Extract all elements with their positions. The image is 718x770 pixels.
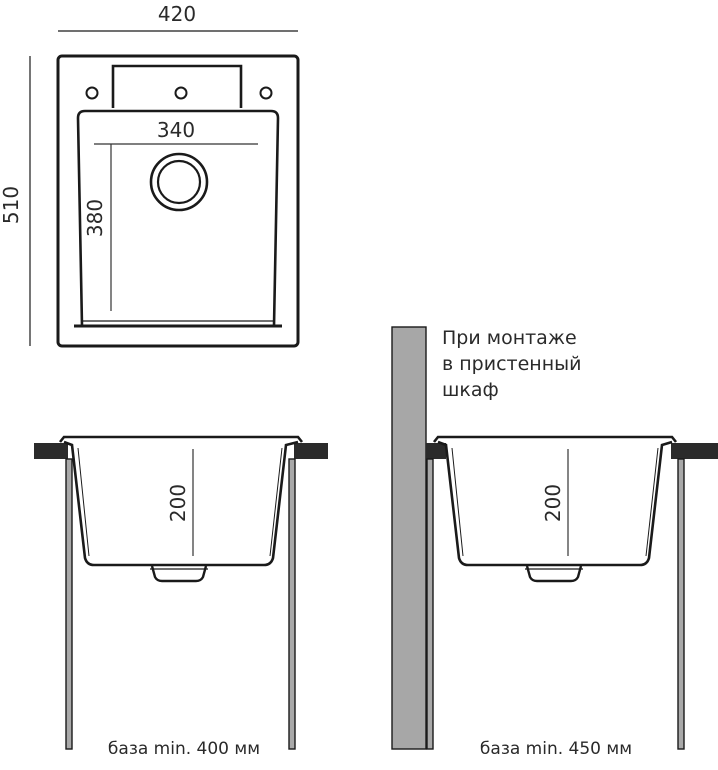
cabinet-side-right [677, 458, 685, 750]
mounting-note-line-2: в пристенный [442, 353, 581, 375]
overall-depth-label: 510 [0, 186, 23, 224]
countertop-left [426, 443, 446, 459]
section-wall [391, 326, 718, 750]
mounting-note-line-3: шкаф [442, 379, 499, 401]
sink-bowl-section [437, 440, 673, 567]
countertop-right [671, 443, 718, 459]
sink-outline [56, 54, 300, 348]
section-standard-depth-label: 200 [166, 484, 190, 522]
sink-bowl-section [63, 440, 299, 567]
drain-inner [156, 159, 202, 205]
overall-width-label: 420 [158, 2, 196, 26]
drain-section [150, 565, 208, 583]
drain-section [525, 565, 583, 583]
top-view [29, 30, 300, 348]
tap-hole-left [85, 86, 99, 100]
bowl-outline [76, 109, 280, 327]
wall-panel [391, 326, 427, 750]
section-wall-base-label: база min. 450 мм [480, 739, 632, 759]
sink-rim [432, 435, 678, 443]
cabinet-side-right [288, 458, 296, 750]
cabinet-side-left [426, 458, 434, 750]
tap-deck [111, 64, 243, 108]
sink-bowl-inner [451, 447, 659, 557]
countertop-right [294, 443, 328, 459]
section-wall-depth-label: 200 [541, 484, 565, 522]
tap-hole-center [174, 86, 188, 100]
sink-rim [58, 435, 304, 443]
sink-bowl-inner [77, 447, 283, 557]
section-standard-base-label: база min. 400 мм [108, 739, 260, 759]
bowl-depth-label: 380 [83, 199, 107, 237]
drain-outer [149, 152, 209, 212]
countertop-left [34, 443, 68, 459]
bowl-width-label: 340 [157, 118, 195, 142]
section-standard [34, 435, 328, 750]
tap-hole-right [259, 86, 273, 100]
mounting-note-line-1: При монтаже [442, 327, 577, 349]
cabinet-side-left [65, 458, 73, 750]
